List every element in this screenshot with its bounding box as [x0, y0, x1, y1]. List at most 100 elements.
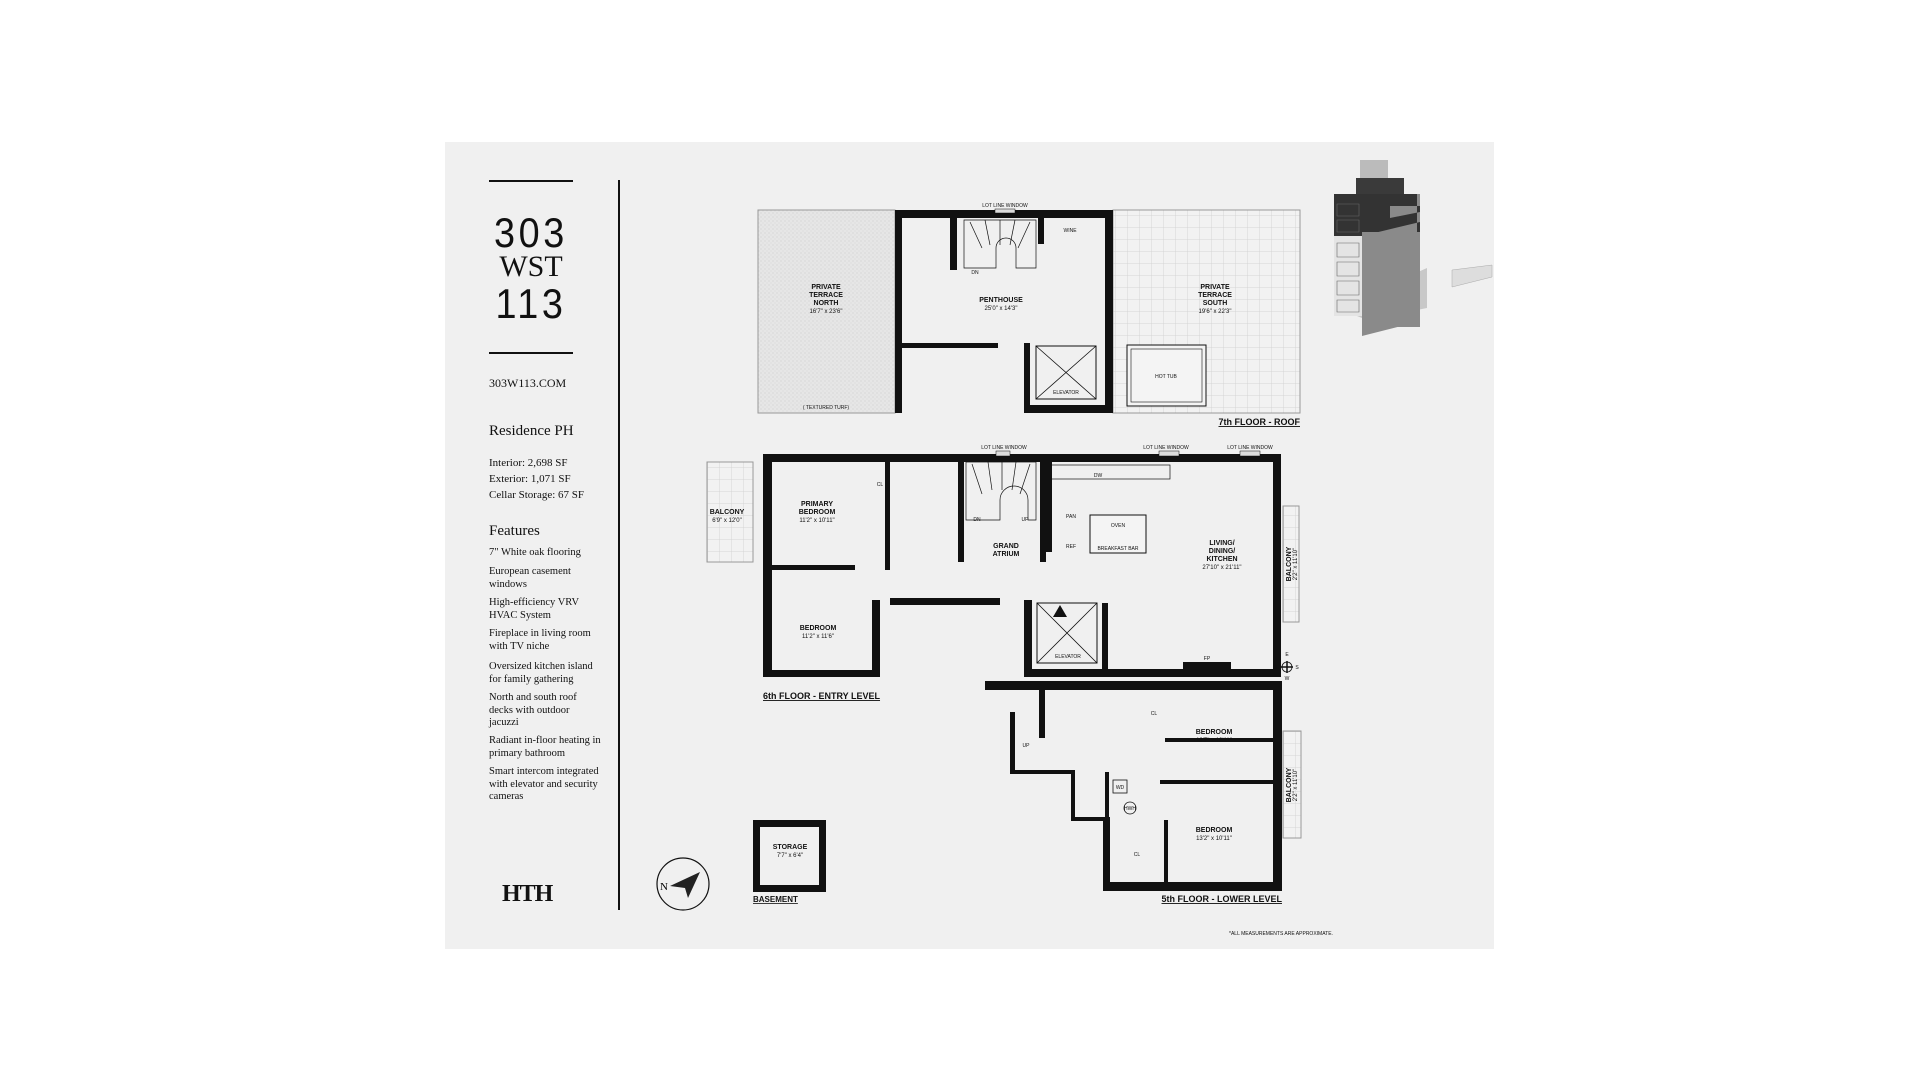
room-label: PRIVATE: [1200, 284, 1230, 291]
hwh-label: HWH: [1124, 806, 1136, 812]
room-label: BEDROOM: [800, 625, 837, 632]
floor-5-plan: WD HWH CL CL UP BEDROOM 10'7" x 12'11" B…: [985, 681, 1333, 937]
room-dims: 16'7" x 23'6": [810, 309, 843, 315]
svg-text:N: N: [1275, 665, 1279, 671]
room-dims: 11'2" x 11'6": [802, 634, 834, 640]
room-label: BALCONY: [710, 509, 745, 516]
feature-item: High-efficiency VRV HVAC System: [489, 597, 579, 621]
floor-7-title: 7th FLOOR - ROOF: [1219, 417, 1301, 427]
oven-label: OVEN: [1111, 523, 1126, 529]
elevator-label: ELEVATOR: [1053, 390, 1079, 396]
room-dims: 2'2" x 11'10": [1293, 769, 1299, 801]
building-render: [1334, 160, 1493, 336]
residence-title: Residence PH: [489, 423, 574, 439]
turf-label: ( TEXTURED TURF): [803, 405, 850, 411]
feature-item: European casement windows: [489, 566, 571, 590]
room-dims: 11'2" x 10'11": [799, 518, 834, 524]
feature-item: Oversized kitchen island for family gath…: [489, 661, 593, 685]
interior-sf: Interior: 2,698 SF: [489, 457, 568, 469]
floor-6-plan: LOT LINE WINDOW LOT LINE WINDOW LOT LINE…: [706, 445, 1300, 701]
top-rule: [489, 180, 573, 182]
dw-label: DW: [1094, 473, 1103, 479]
breakfast-bar-label: BREAKFAST BAR: [1097, 546, 1138, 552]
balcony-east: [1282, 505, 1300, 623]
hth-logo: HTH: [502, 881, 553, 907]
balcony-west: [706, 461, 754, 563]
stair-up-label: UP: [1023, 743, 1031, 749]
room-label: KITCHEN: [1206, 556, 1237, 563]
room-label: PENTHOUSE: [979, 297, 1023, 304]
room-label: BEDROOM: [1196, 729, 1233, 736]
room-dims: 13'2" x 10'11": [1196, 836, 1232, 842]
kitchen-island: [1089, 514, 1147, 554]
basement-plan: STORAGE 7'7" x 6'4" BASEMENT: [753, 820, 826, 904]
compass-icon: E N S W: [1275, 652, 1299, 682]
water-heater: [1123, 801, 1137, 815]
stair-icon: [965, 461, 1037, 521]
balcony-east-5: [1282, 730, 1302, 839]
kitchen-counter: [1049, 464, 1171, 480]
room-dims: 6'9" x 12'0": [712, 518, 742, 524]
logo-line-2: WST: [499, 250, 563, 283]
room-dims: 2'2" x 11'10": [1293, 548, 1299, 580]
lot-line-window-label: LOT LINE WINDOW: [1143, 445, 1189, 451]
feature-item: North and south roof decks with outdoor …: [489, 692, 577, 728]
lot-line-window-label: LOT LINE WINDOW: [982, 203, 1028, 209]
feature-item: Radiant in-floor heating in primary bath…: [489, 735, 601, 759]
room-label: TERRACE: [1198, 292, 1232, 299]
elevator-shaft: [1036, 602, 1098, 664]
room-label: LIVING/: [1209, 540, 1234, 547]
closet-label: CL: [1151, 711, 1158, 717]
svg-text:N: N: [660, 881, 668, 893]
floor-7-walls: [895, 210, 1113, 413]
floor-5-walls: [985, 681, 1282, 891]
lot-line-window-label: LOT LINE WINDOW: [981, 445, 1027, 451]
floor-6-walls: [763, 454, 1281, 677]
room-label: ATRIUM: [993, 551, 1020, 558]
room-label: BEDROOM: [799, 509, 836, 516]
svg-text:S: S: [1295, 665, 1299, 671]
room-label: GRAND: [993, 543, 1019, 550]
washer-dryer: [1112, 779, 1128, 794]
room-dims: 25'0" x 14'3": [985, 306, 1018, 312]
feature-item: 7" White oak flooring: [489, 547, 581, 558]
features-heading: Features: [489, 523, 540, 539]
wine-label: WINE: [1063, 228, 1077, 234]
basement-title: BASEMENT: [753, 895, 798, 904]
closet-label: CL: [877, 482, 884, 488]
room-dims: 19'6" x 22'3": [1199, 309, 1232, 315]
room-label: NORTH: [814, 300, 839, 307]
feature-item: Smart intercom integrated with elevator …: [489, 766, 599, 802]
room-label: STORAGE: [773, 844, 808, 851]
room-label: TERRACE: [809, 292, 843, 299]
floor-6-title: 6th FLOOR - ENTRY LEVEL: [763, 691, 881, 701]
elevator-label: ELEVATOR: [1055, 654, 1081, 660]
room-label: BEDROOM: [1196, 827, 1233, 834]
room-label: DINING/: [1209, 548, 1236, 555]
room-label: SOUTH: [1203, 300, 1228, 307]
wd-label: WD: [1116, 785, 1125, 791]
terrace-north: [757, 209, 896, 414]
elevator-shaft: [1035, 345, 1097, 400]
room-label: BALCONY: [1286, 767, 1293, 802]
north-arrow-icon: N: [656, 857, 710, 911]
penthouse-room: [902, 218, 1105, 344]
pantry-label: PAN: [1066, 514, 1076, 520]
ref-label: REF: [1066, 544, 1076, 550]
room-label: PRIVATE: [811, 284, 841, 291]
floor-7-plan: LOT LINE WINDOW PRIVATE TERRACE NORTH 16…: [757, 203, 1301, 427]
exterior-sf: Exterior: 1,071 SF: [489, 473, 571, 485]
lot-line-window-label: LOT LINE WINDOW: [1227, 445, 1273, 451]
hot-tub: [1126, 344, 1207, 407]
elevator-cross: [1035, 345, 1097, 400]
room-dims: 7'7" x 6'4": [777, 853, 803, 859]
stair-up-label: UP: [1022, 517, 1030, 523]
website-link[interactable]: 303W113.COM: [489, 376, 567, 390]
stair-icon: [963, 219, 1037, 269]
room-label: BALCONY: [1286, 546, 1293, 581]
room-label: PRIMARY: [801, 501, 833, 508]
room-dims: 10'7" x 12'11": [1196, 738, 1232, 744]
svg-text:E: E: [1285, 652, 1289, 658]
stair-dn-label: DN: [973, 517, 981, 523]
